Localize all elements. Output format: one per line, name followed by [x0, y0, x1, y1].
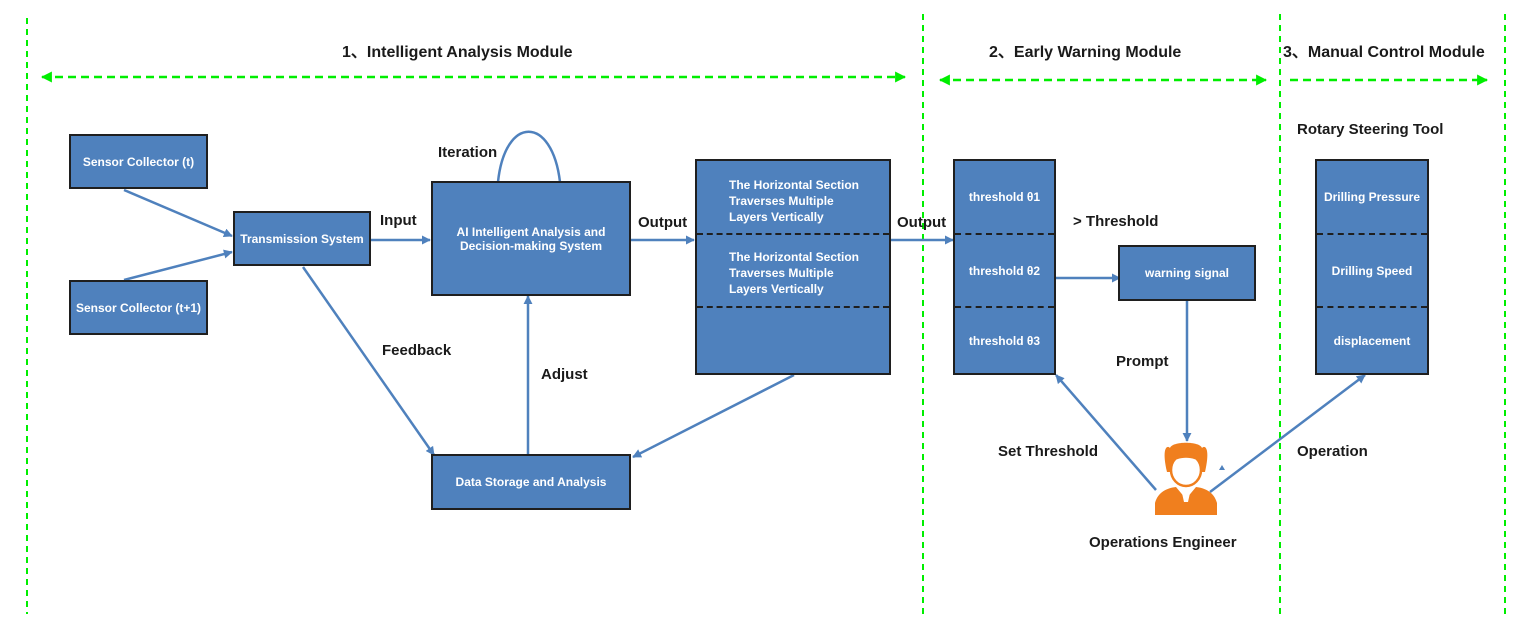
greater-than-threshold-label: > Threshold	[1073, 213, 1159, 230]
ai-analysis-system-label: AI Intelligent Analysis and Decision-mak…	[456, 224, 606, 253]
threshold-2: threshold θ2	[968, 263, 1041, 278]
sensor-collector-t1: Sensor Collector (t+1)	[69, 280, 208, 335]
prompt-label: Prompt	[1116, 353, 1169, 370]
horizontal-divider-2	[697, 306, 889, 308]
rotary-divider-2	[1317, 306, 1427, 308]
output-label-1: Output	[638, 214, 688, 231]
threshold-divider-1	[955, 233, 1054, 235]
warning-signal-label: warning signal	[1144, 266, 1229, 280]
horizontal-section-2: The Horizontal Section Traverses Multipl…	[729, 250, 860, 296]
arrow-sensor-t1-to-transmission	[123, 249, 233, 282]
feedback-label: Feedback	[382, 342, 452, 359]
threshold-3: threshold θ3	[968, 333, 1041, 348]
rotary-divider-1	[1317, 233, 1427, 235]
horizontal-section-box: The Horizontal Section Traverses Multipl…	[695, 159, 891, 375]
data-storage-analysis-label: Data Storage and Analysis	[455, 475, 607, 489]
arrow-sensor-t-to-transmission	[123, 188, 233, 238]
threshold-divider-2	[955, 306, 1054, 308]
arrow-horizontal-to-storage	[632, 373, 795, 459]
ai-analysis-system: AI Intelligent Analysis and Decision-mak…	[431, 181, 631, 296]
transmission-system: Transmission System	[233, 211, 371, 266]
displacement: displacement	[1333, 333, 1411, 348]
horizontal-section-1: The Horizontal Section Traverses Multipl…	[729, 178, 860, 224]
iteration-loop	[496, 130, 562, 183]
module3-title: 3、Manual Control Module	[1283, 44, 1485, 61]
transmission-system-label: Transmission System	[240, 231, 364, 246]
operation-label: Operation	[1297, 443, 1368, 460]
person-icon	[1155, 442, 1225, 515]
warning-signal: warning signal	[1118, 245, 1256, 301]
data-storage-analysis: Data Storage and Analysis	[431, 454, 631, 510]
module1-title: 1、Intelligent Analysis Module	[342, 44, 573, 61]
output-label-2: Output	[897, 214, 947, 231]
arrow-set-threshold	[1055, 374, 1157, 491]
input-label: Input	[380, 212, 417, 229]
drilling-pressure: Drilling Pressure	[1323, 190, 1421, 204]
arrow-operation	[1209, 374, 1366, 493]
rotary-tool-box: Drilling Pressure Drilling Speed displac…	[1315, 159, 1429, 375]
arrow-feedback	[301, 266, 436, 456]
drilling-speed: Drilling Speed	[1331, 263, 1413, 278]
threshold-1: threshold θ1	[968, 190, 1041, 204]
operations-engineer-label: Operations Engineer	[1089, 534, 1237, 551]
horizontal-divider-1	[697, 233, 889, 235]
rotary-steering-tool-label: Rotary Steering Tool	[1297, 121, 1444, 138]
sensor-collector-t-label: Sensor Collector (t)	[82, 154, 195, 169]
sensor-collector-t1-label: Sensor Collector (t+1)	[75, 300, 202, 315]
module2-title: 2、Early Warning Module	[989, 44, 1182, 61]
iteration-label: Iteration	[438, 144, 498, 161]
adjust-label: Adjust	[541, 366, 588, 383]
sensor-collector-t: Sensor Collector (t)	[69, 134, 208, 189]
threshold-box: threshold θ1 threshold θ2 threshold θ3	[953, 159, 1056, 375]
set-threshold-label: Set Threshold	[998, 443, 1099, 460]
